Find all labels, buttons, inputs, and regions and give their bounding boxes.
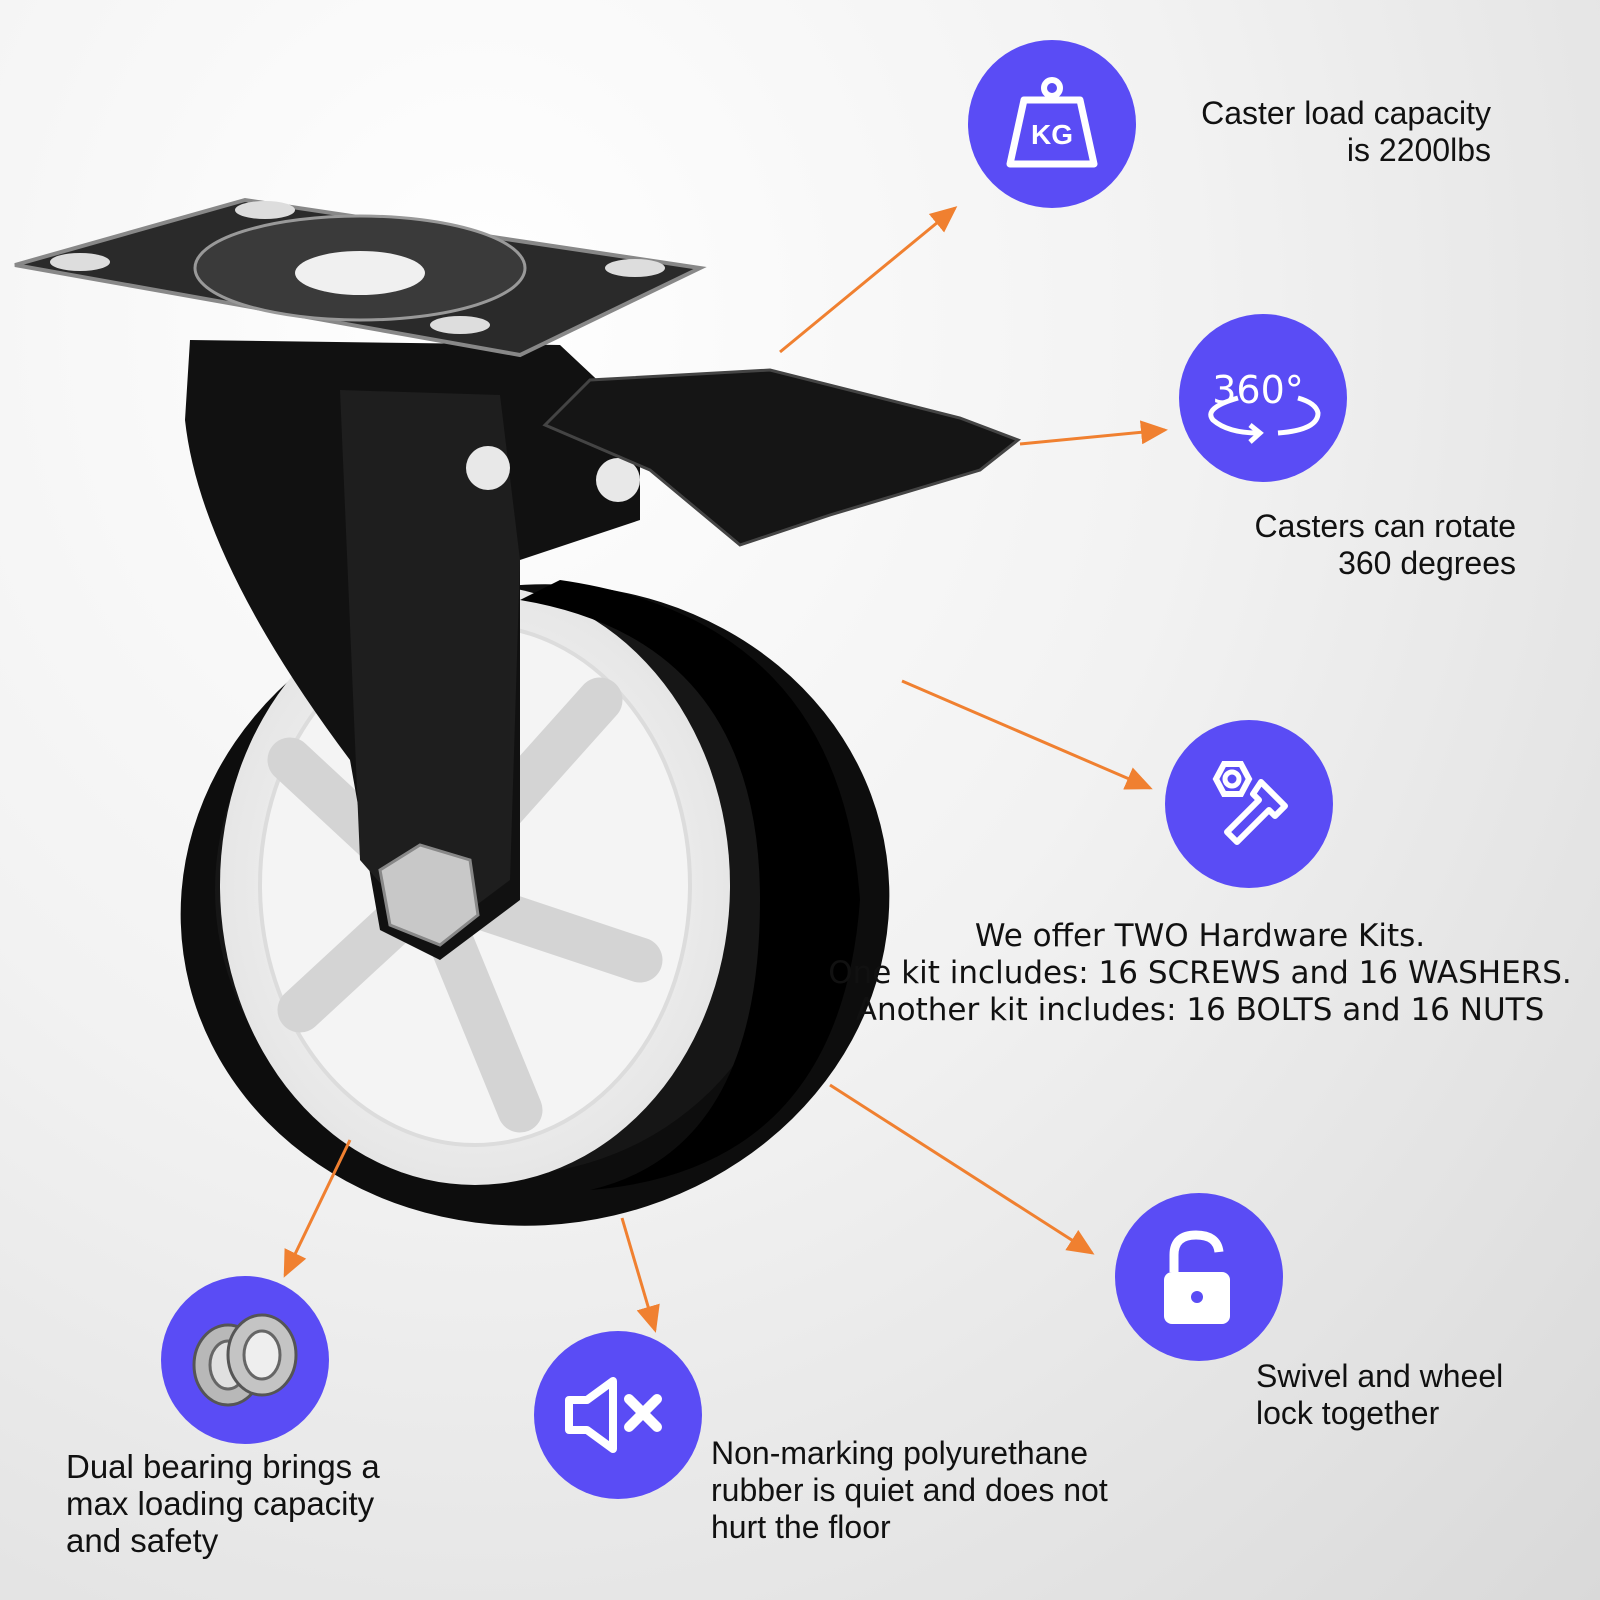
bearing-icon	[161, 1276, 329, 1444]
arrow-lock	[829, 1083, 1095, 1255]
rotate-360-icon: 360°	[1179, 314, 1347, 482]
top-plate	[14, 197, 707, 358]
kg-weight-icon: KG	[968, 40, 1136, 208]
fork	[185, 340, 640, 960]
nut-bolt-icon	[1165, 720, 1333, 888]
hardware-text: We offer TWO Hardware Kits.One kit inclu…	[828, 918, 1572, 1028]
wheel	[180, 580, 890, 1226]
arrow-quiet	[620, 1217, 660, 1333]
arrow-rotate	[1019, 420, 1168, 446]
unlock-icon	[1115, 1193, 1283, 1361]
arrow-bearing	[283, 1139, 352, 1278]
mute-speaker-icon	[534, 1331, 702, 1499]
arrow-hardware	[901, 679, 1153, 790]
svg-text:360°: 360°	[1212, 368, 1304, 412]
svg-text:KG: KG	[1031, 119, 1073, 150]
brake-lever	[542, 368, 1022, 547]
arrow-load	[779, 206, 958, 354]
